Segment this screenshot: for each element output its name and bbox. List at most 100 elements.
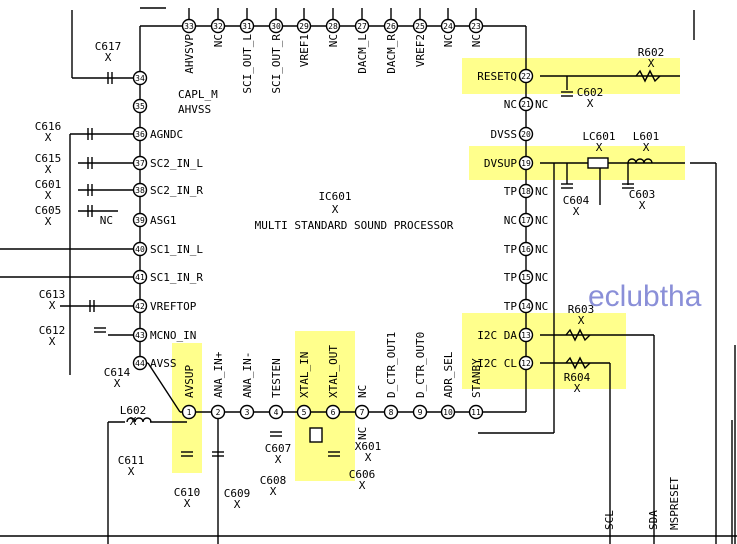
component-c614-value: X xyxy=(114,377,121,390)
pin-2-marker xyxy=(210,404,226,420)
pin-1-number: 1 xyxy=(187,408,192,417)
pin-43-marker xyxy=(132,327,148,343)
pin-5-marker xyxy=(296,404,312,420)
component-c601-value: X xyxy=(45,189,52,202)
ic-name: MULTI STANDARD SOUND PROCESSOR xyxy=(255,219,454,232)
pin-34-number: 34 xyxy=(135,74,145,83)
component-c603-value: X xyxy=(639,199,646,212)
pin-37-marker xyxy=(132,155,148,171)
inductor-l602-symbol xyxy=(126,417,152,423)
pin-15-marker xyxy=(518,269,534,285)
pin-44-label: AVSS xyxy=(150,357,177,370)
component-l602-ref: L602 xyxy=(120,404,147,417)
pin-21-number: 21 xyxy=(521,100,531,109)
pin-26-label: DACM_R xyxy=(385,34,398,74)
pin-16-nc-label: NC xyxy=(535,243,548,256)
pin-27-marker xyxy=(354,18,370,34)
pin-14-nc-label: NC xyxy=(535,300,548,313)
component-r602-ref: R602 xyxy=(638,46,665,59)
pin-20-number: 20 xyxy=(521,130,531,139)
pin-12-number: 12 xyxy=(521,359,531,368)
component-r603-ref: R603 xyxy=(568,303,595,316)
dynamic-layer: 33AHVSVP32NC31SCI_OUT_L30SCI_OUT_R29VREF… xyxy=(35,8,702,530)
pin-11-number: 11 xyxy=(471,408,481,417)
pin-21-marker xyxy=(518,96,534,112)
pin-19-number: 19 xyxy=(521,159,531,168)
pin-12-marker xyxy=(518,355,534,371)
component-c611-ref: C611 xyxy=(118,454,145,467)
pin-11-marker xyxy=(468,404,484,420)
pin-10-marker xyxy=(440,404,456,420)
pin-43-number: 43 xyxy=(135,331,145,340)
pin-35-number: 35 xyxy=(135,102,145,111)
pin-9-label: D_CTR_OUT0 xyxy=(414,332,427,398)
component-c608-value: X xyxy=(270,485,277,498)
component-c615-ref: C615 xyxy=(35,152,62,165)
component-c604-ref: C604 xyxy=(563,194,590,207)
pin-30-number: 30 xyxy=(271,22,281,31)
pin-26-marker xyxy=(383,18,399,34)
filter-lc601-symbol xyxy=(587,157,609,169)
pin-35-marker xyxy=(132,98,148,114)
pin-3-marker xyxy=(239,404,255,420)
component-c602-ref: C602 xyxy=(577,86,604,99)
pin-33-number: 33 xyxy=(184,22,194,31)
pin-4-label: TESTEN xyxy=(270,358,283,398)
pin-20-marker xyxy=(518,126,534,142)
pin-6-label: XTAL_OUT xyxy=(327,345,340,398)
component-x601-value: X xyxy=(365,451,372,464)
component-c605-value: X xyxy=(45,215,52,228)
pin-2-number: 2 xyxy=(216,408,221,417)
component-r604-ref: R604 xyxy=(564,371,591,384)
pin-25-marker xyxy=(412,18,428,34)
component-c613-value: X xyxy=(49,299,56,312)
pin-4-number: 4 xyxy=(274,408,279,417)
component-l601-ref: L601 xyxy=(633,130,660,143)
pin-6-number: 6 xyxy=(331,408,336,417)
pin-41-marker xyxy=(132,269,148,285)
pin-17-number: 17 xyxy=(521,216,531,225)
pin-36-label: AGNDC xyxy=(150,128,183,141)
component-c607-value: X xyxy=(275,453,282,466)
component-c601-ref: C601 xyxy=(35,178,62,191)
pin-8-marker xyxy=(383,404,399,420)
pin-40-number: 40 xyxy=(135,245,145,254)
pin-15-label: TP xyxy=(504,271,518,284)
net-label-sda: SDA xyxy=(647,510,660,530)
pin-44-marker xyxy=(132,355,148,371)
pin-41-label: SC1_IN_R xyxy=(150,271,203,284)
component-c608-ref: C608 xyxy=(260,474,287,487)
pin-13-marker xyxy=(518,327,534,343)
component-c613-ref: C613 xyxy=(39,288,66,301)
pin-2-label: ANA_IN+ xyxy=(212,351,225,398)
pin-18-number: 18 xyxy=(521,187,531,196)
pin-15-nc-label: NC xyxy=(535,271,548,284)
component-r604-value: X xyxy=(574,382,581,395)
component-c604-value: X xyxy=(573,205,580,218)
net-label-mspreset: MSPRESET xyxy=(668,477,681,530)
component-c610-value: X xyxy=(184,497,191,510)
component-c614-ref: C614 xyxy=(104,366,131,379)
pin-24-marker xyxy=(440,18,456,34)
pin-18-nc-label: NC xyxy=(535,185,548,198)
pin-23-number: 23 xyxy=(471,22,481,31)
pin-34-label: CAPL_M xyxy=(178,88,218,101)
component-c616-value: X xyxy=(45,131,52,144)
pin-36-number: 36 xyxy=(135,130,145,139)
pin-9-marker xyxy=(412,404,428,420)
pin-40-label: SC1_IN_L xyxy=(150,243,203,256)
pin-23-label: NC xyxy=(470,34,483,47)
pin-19-label: DVSUP xyxy=(484,157,517,170)
component-r603-value: X xyxy=(578,314,585,327)
pin-7-number: 7 xyxy=(360,408,365,417)
pin-7-label: NC xyxy=(356,385,369,398)
component-c617-value: X xyxy=(105,51,112,64)
pin-27-label: DACM_L xyxy=(356,34,369,74)
pin-39-marker xyxy=(132,212,148,228)
component-c612-ref: C612 xyxy=(39,324,66,337)
pin-22-number: 22 xyxy=(521,72,531,81)
pin-27-number: 27 xyxy=(357,22,367,31)
pin-14-label: TP xyxy=(504,300,518,313)
component-lc601-ref: LC601 xyxy=(582,130,615,143)
